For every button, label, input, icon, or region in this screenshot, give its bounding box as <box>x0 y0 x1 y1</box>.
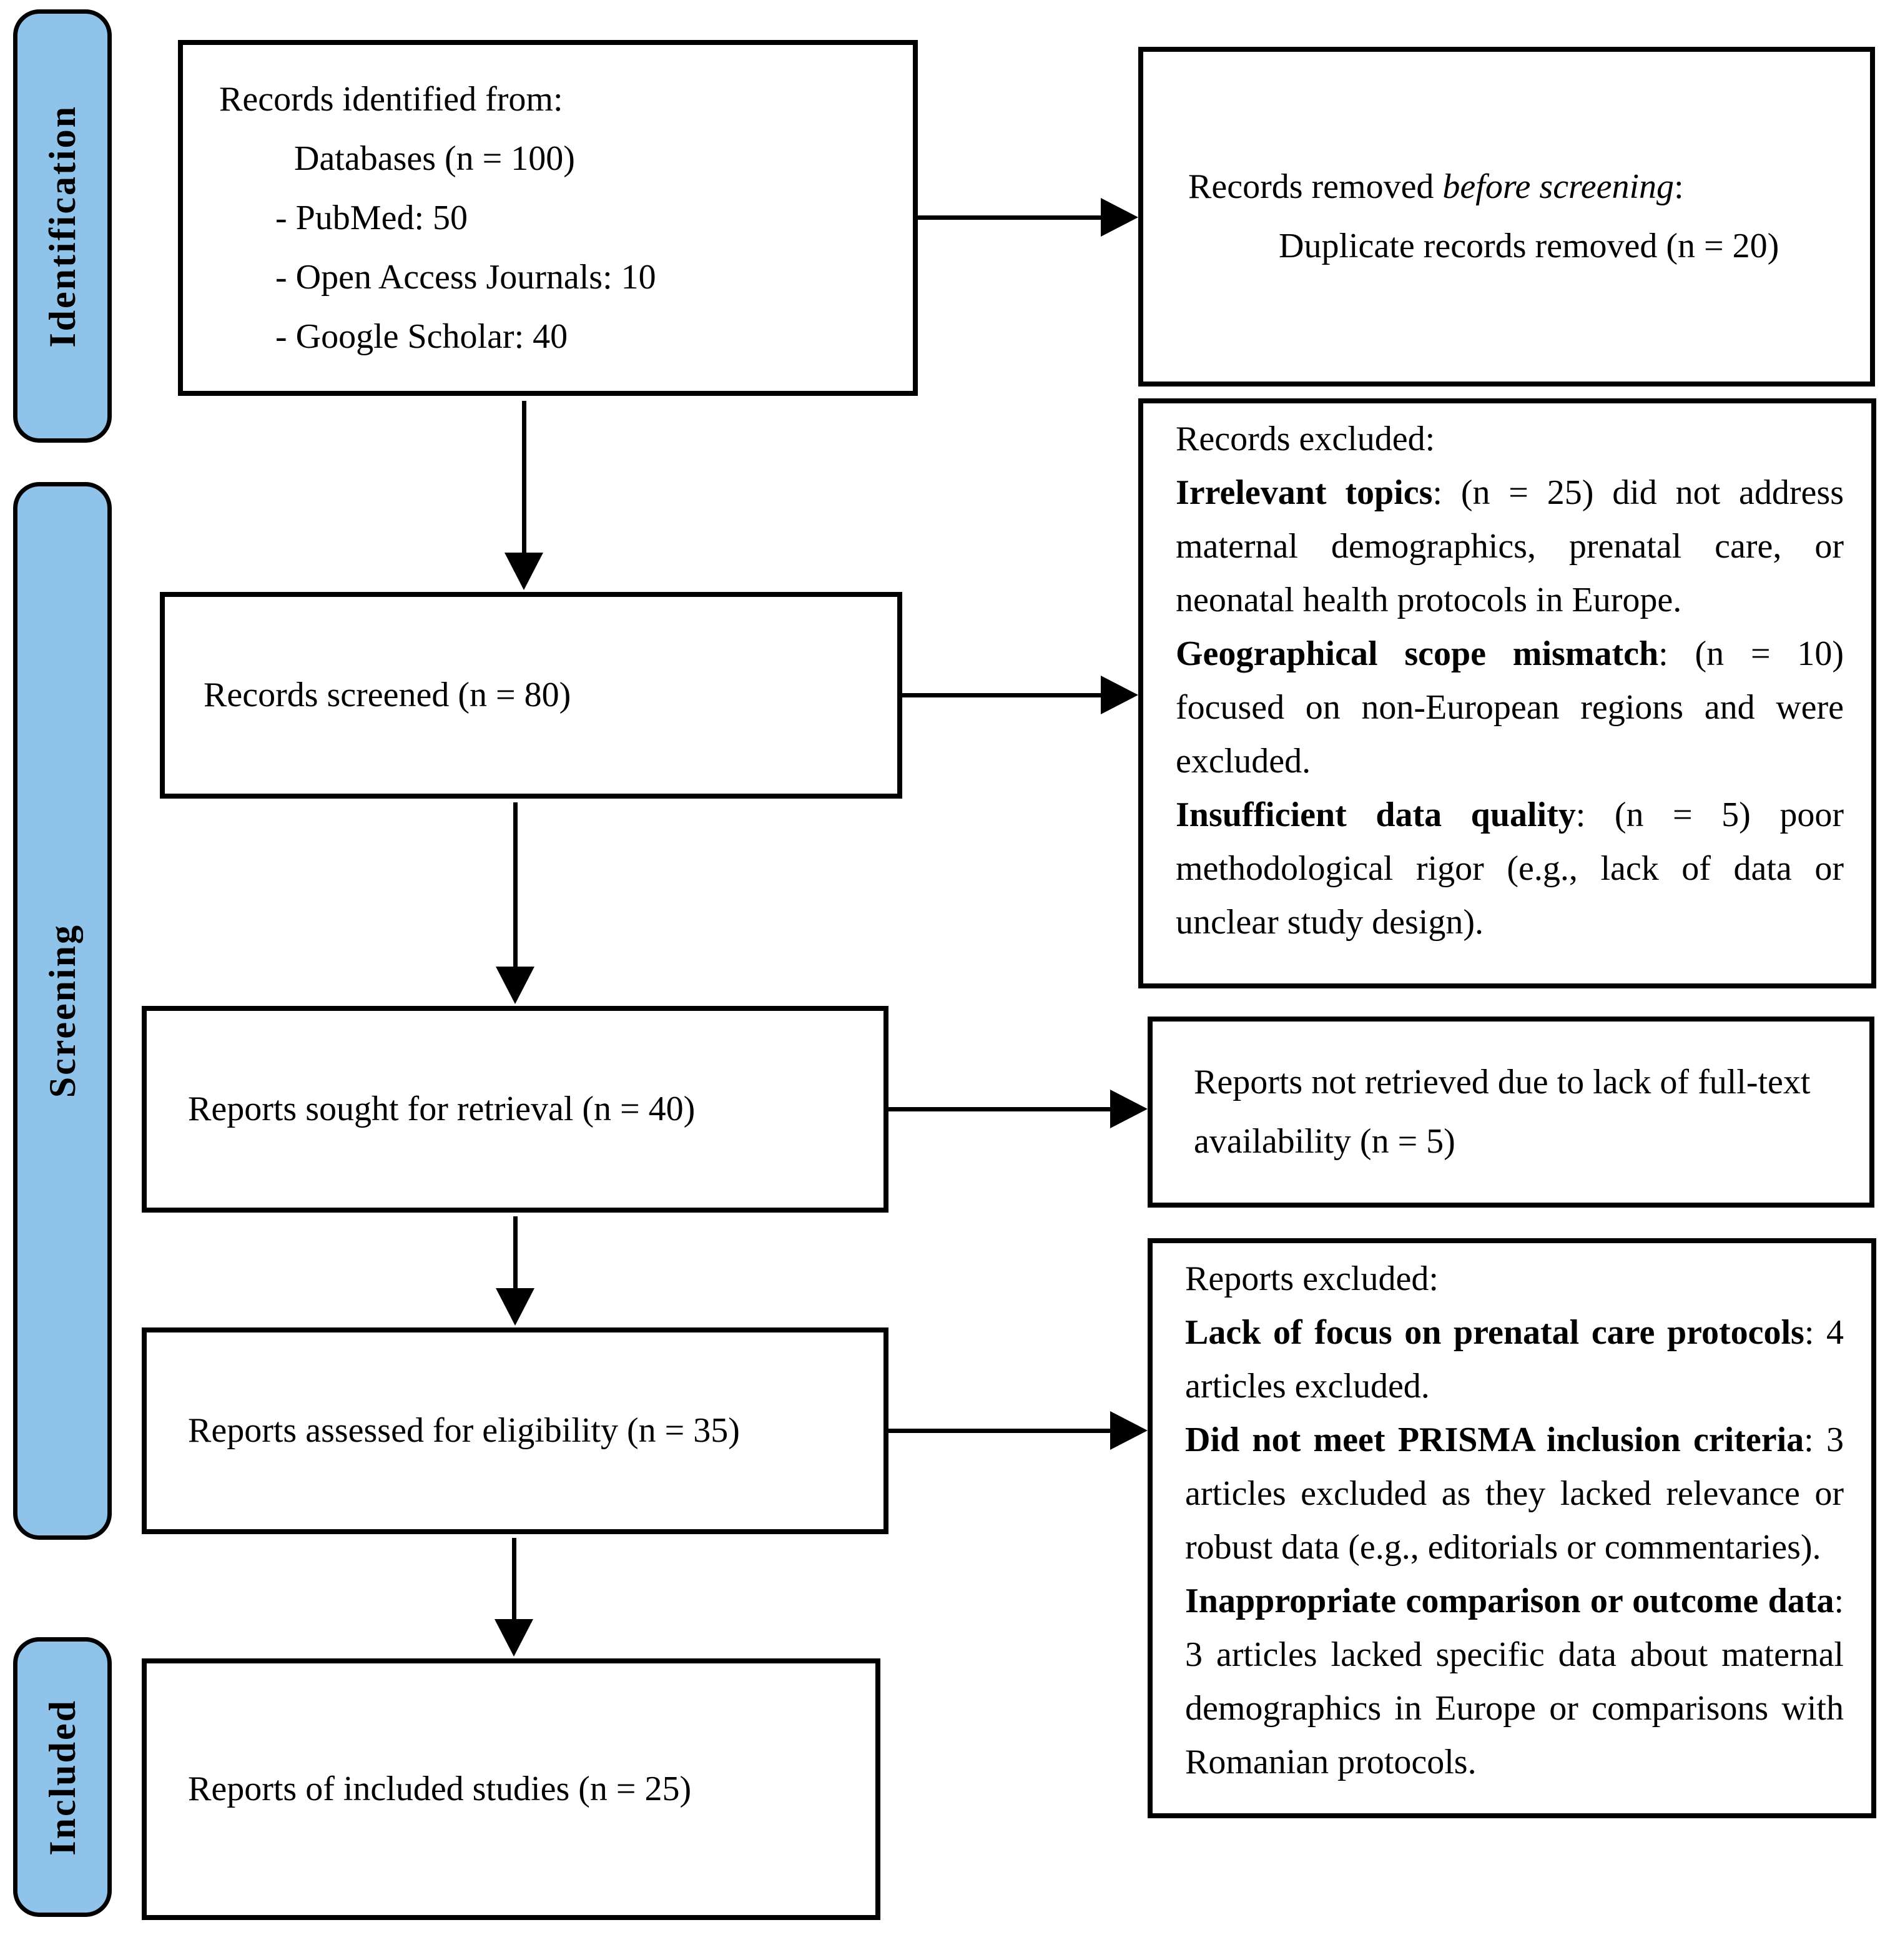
arrow-shaft <box>513 1216 518 1289</box>
text-line: Duplicate records removed (n = 20) <box>1279 227 1779 265</box>
text-line: Irrelevant topics: (n = 25) did not addr… <box>1176 473 1844 619</box>
arrow-shaft <box>918 215 1105 220</box>
text-line: Insufficient data quality: (n = 5) poor … <box>1176 795 1844 942</box>
text-line: Inappropriate comparison or outcome data… <box>1185 1582 1844 1781</box>
box-reports-excluded: Reports excluded: Lack of focus on prenat… <box>1148 1238 1876 1818</box>
arrow-head-down-icon <box>496 967 534 1004</box>
stage-bar-identification: Identification <box>13 9 112 443</box>
text-line: Reports assessed for eligibility (n = 35… <box>188 1411 740 1450</box>
box-records-identified: Records identified from: Databases (n = 1… <box>178 40 918 396</box>
text-line: Records identified from: <box>219 79 563 119</box>
box-reports-assessed: Reports assessed for eligibility (n = 35… <box>142 1327 888 1534</box>
arrow-head-down-icon <box>495 1619 533 1657</box>
arrow-shaft <box>902 693 1105 697</box>
text-line: - Open Access Journals: 10 <box>275 257 656 297</box>
text-line: Records removed before screening: <box>1188 167 1684 206</box>
box-records-excluded: Records excluded: Irrelevant topics: (n =… <box>1138 398 1876 988</box>
text-line: - Google Scholar: 40 <box>275 317 568 356</box>
box-reports-not-retrieved: Reports not retrieved due to lack of ful… <box>1148 1017 1874 1208</box>
text-line: Reports not retrieved due to lack of ful… <box>1194 1063 1811 1161</box>
box-reports-included: Reports of included studies (n = 25) <box>142 1658 880 1920</box>
text-line: Records screened (n = 80) <box>204 676 571 714</box>
arrow-head-right-icon <box>1101 198 1138 237</box>
arrow-shaft <box>512 1538 516 1620</box>
box-records-removed-before-screening: Records removed before screening: Duplica… <box>1138 47 1875 387</box>
text-line: Reports excluded: <box>1185 1259 1439 1298</box>
arrow-head-right-icon <box>1110 1090 1148 1128</box>
text-line: Databases (n = 100) <box>294 139 575 178</box>
text-line: Geographical scope mismatch: (n = 10) fo… <box>1176 634 1844 781</box>
arrow-shaft <box>888 1429 1113 1433</box>
stage-label-identification: Identification <box>41 104 83 348</box>
arrow-head-right-icon <box>1101 676 1138 714</box>
text-line: Reports sought for retrieval (n = 40) <box>188 1090 696 1128</box>
text-line: Did not meet PRISMA inclusion criteria: … <box>1185 1421 1844 1567</box>
arrow-head-down-icon <box>496 1288 534 1326</box>
stage-bar-included: Included <box>13 1637 112 1917</box>
box-records-screened: Records screened (n = 80) <box>160 592 902 799</box>
arrow-head-down-icon <box>504 553 543 590</box>
text-line: Records excluded: <box>1176 420 1435 458</box>
arrow-shaft <box>513 802 518 968</box>
stage-label-screening: Screening <box>41 923 83 1098</box>
text-line: - PubMed: 50 <box>275 198 468 237</box>
arrow-head-right-icon <box>1110 1411 1148 1450</box>
text-line: Reports of included studies (n = 25) <box>188 1770 692 1808</box>
stage-label-included: Included <box>41 1698 83 1856</box>
arrow-shaft <box>888 1107 1113 1111</box>
text-line: Lack of focus on prenatal care protocols… <box>1185 1313 1844 1406</box>
arrow-shaft <box>522 401 526 553</box>
stage-bar-screening: Screening <box>13 482 112 1540</box>
box-reports-sought: Reports sought for retrieval (n = 40) <box>142 1006 888 1213</box>
